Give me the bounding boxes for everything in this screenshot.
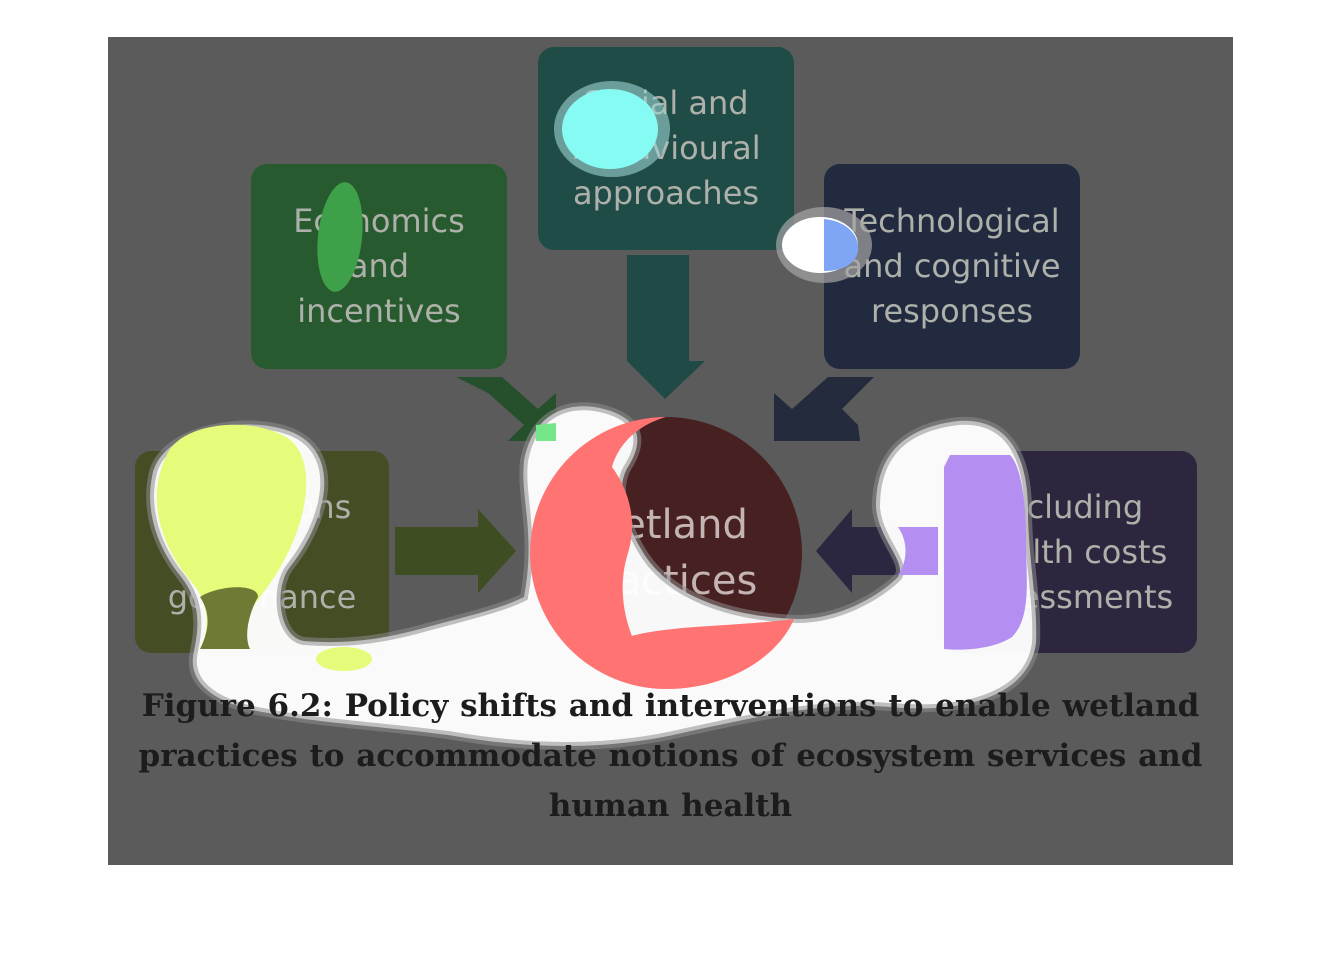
arrow-right-inst [395, 509, 516, 593]
arrow-diag-econ [456, 377, 556, 441]
yellow-highlight [156, 424, 307, 649]
yellow-small-highlight [316, 647, 372, 671]
arrow-diag-tech [774, 377, 874, 441]
arrow-down-social [611, 255, 705, 399]
cyan-highlight [562, 89, 658, 169]
figure-caption: Figure 6.2: Policy shifts and interventi… [138, 688, 1203, 824]
highlight-halo [146, 402, 1041, 750]
purple-arrow-highlight [898, 527, 938, 575]
blue-highlight [824, 219, 859, 271]
red-highlight [530, 417, 666, 689]
red-highlight-lower [628, 619, 794, 689]
economics-incentives-box: Economics and incentives [251, 164, 507, 369]
highlight-overlay [146, 81, 1041, 750]
technological-cognitive-box: Technological and cognitive responses [824, 164, 1080, 369]
figure: Social and behavioural approaches Econom… [108, 37, 1233, 865]
olive-strip [200, 587, 258, 649]
green-sliver [536, 423, 556, 441]
green-highlight [317, 182, 363, 292]
purple-highlight [944, 455, 1027, 650]
